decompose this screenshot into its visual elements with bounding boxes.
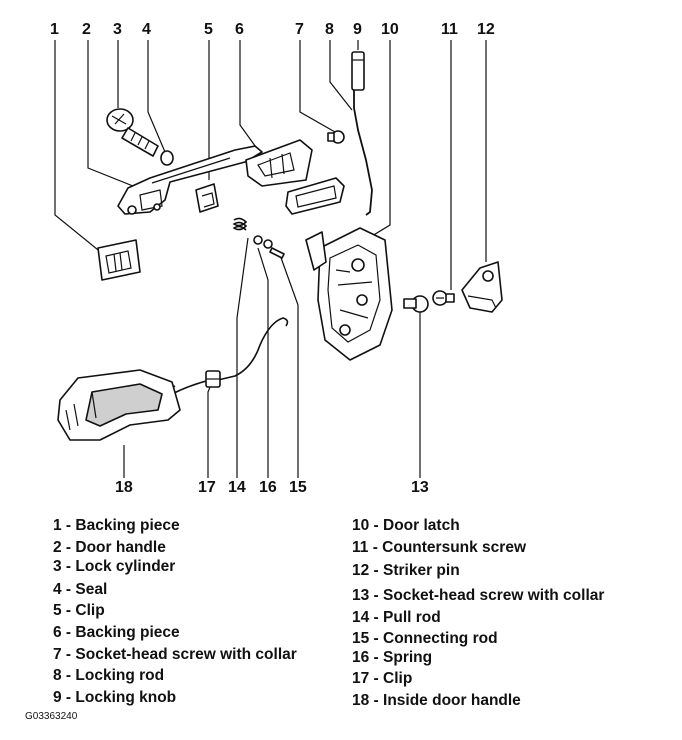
seal-4 — [160, 150, 174, 166]
leader-15 — [279, 254, 299, 478]
pull-rod-14 — [169, 317, 289, 396]
leader-10 — [371, 40, 391, 237]
callout-16: 16 — [259, 479, 277, 496]
callout-4: 4 — [142, 21, 151, 38]
callout-8: 8 — [325, 21, 334, 38]
backing-piece-1 — [97, 239, 141, 281]
legend-item-4: 4 - Seal — [53, 581, 108, 598]
callout-18: 18 — [115, 479, 133, 496]
countersunk-screw-11 — [432, 290, 455, 306]
leader-16 — [257, 247, 269, 478]
door-latch-10 — [305, 227, 393, 361]
legend-item-3: 3 - Lock cylinder — [53, 558, 176, 575]
callout-12: 12 — [477, 21, 495, 38]
callout-10: 10 — [381, 21, 399, 38]
legend-item-17: 17 - Clip — [352, 670, 413, 687]
leader-6 — [239, 40, 259, 151]
lock-cylinder-3 — [106, 108, 159, 157]
inside-door-handle-18 — [57, 369, 181, 441]
callout-6: 6 — [235, 21, 244, 38]
callout-7: 7 — [295, 21, 304, 38]
legend-item-13: 13 - Socket-head screw with collar — [352, 587, 605, 604]
legend-item-6: 6 - Backing piece — [53, 624, 180, 641]
callout-13: 13 — [411, 479, 429, 496]
screw-13 — [403, 295, 429, 313]
spring-16 — [232, 217, 248, 231]
legend-item-2: 2 - Door handle — [53, 539, 166, 556]
legend-item-15: 15 - Connecting rod — [352, 630, 498, 647]
clip-5 — [195, 183, 219, 213]
legend-item-18: 18 - Inside door handle — [352, 692, 521, 709]
callout-14: 14 — [228, 479, 246, 496]
legend-item-9: 9 - Locking knob — [53, 689, 177, 706]
legend-item-12: 12 - Striker pin — [352, 562, 460, 579]
leader-17 — [207, 379, 214, 478]
callout-2: 2 — [82, 21, 91, 38]
locking-rod-8 — [353, 88, 373, 216]
door-handle-2 — [117, 145, 263, 215]
callout-1: 1 — [50, 21, 59, 38]
leader-14 — [236, 237, 249, 478]
legend-item-16: 16 - Spring — [352, 649, 433, 666]
locking-knob-9 — [351, 51, 365, 91]
backing-piece-6 — [245, 139, 345, 215]
leader-lines — [54, 40, 487, 478]
callout-17: 17 — [198, 479, 216, 496]
callout-9: 9 — [353, 21, 362, 38]
leader-1 — [54, 40, 109, 259]
figure-code: G03363240 — [25, 711, 78, 722]
callout-5: 5 — [204, 21, 213, 38]
leader-7 — [299, 40, 336, 133]
connecting-rod-15 — [253, 235, 285, 259]
callout-3: 3 — [113, 21, 122, 38]
legend-item-5: 5 - Clip — [53, 602, 105, 619]
striker-pin-12 — [461, 261, 503, 313]
screw-7 — [327, 130, 345, 144]
legend-item-1: 1 - Backing piece — [53, 517, 180, 534]
callout-15: 15 — [289, 479, 307, 496]
legend-item-8: 8 - Locking rod — [53, 667, 165, 684]
leader-2 — [87, 40, 144, 191]
legend-item-14: 14 - Pull rod — [352, 609, 441, 626]
clip-17 — [205, 370, 221, 388]
callout-11: 11 — [441, 21, 458, 38]
legend-item-7: 7 - Socket-head screw with collar — [53, 646, 297, 663]
leader-8 — [329, 40, 353, 111]
legend-item-10: 10 - Door latch — [352, 517, 460, 534]
legend-item-11: 11 - Countersunk screw — [352, 539, 527, 556]
leader-4 — [147, 40, 166, 153]
